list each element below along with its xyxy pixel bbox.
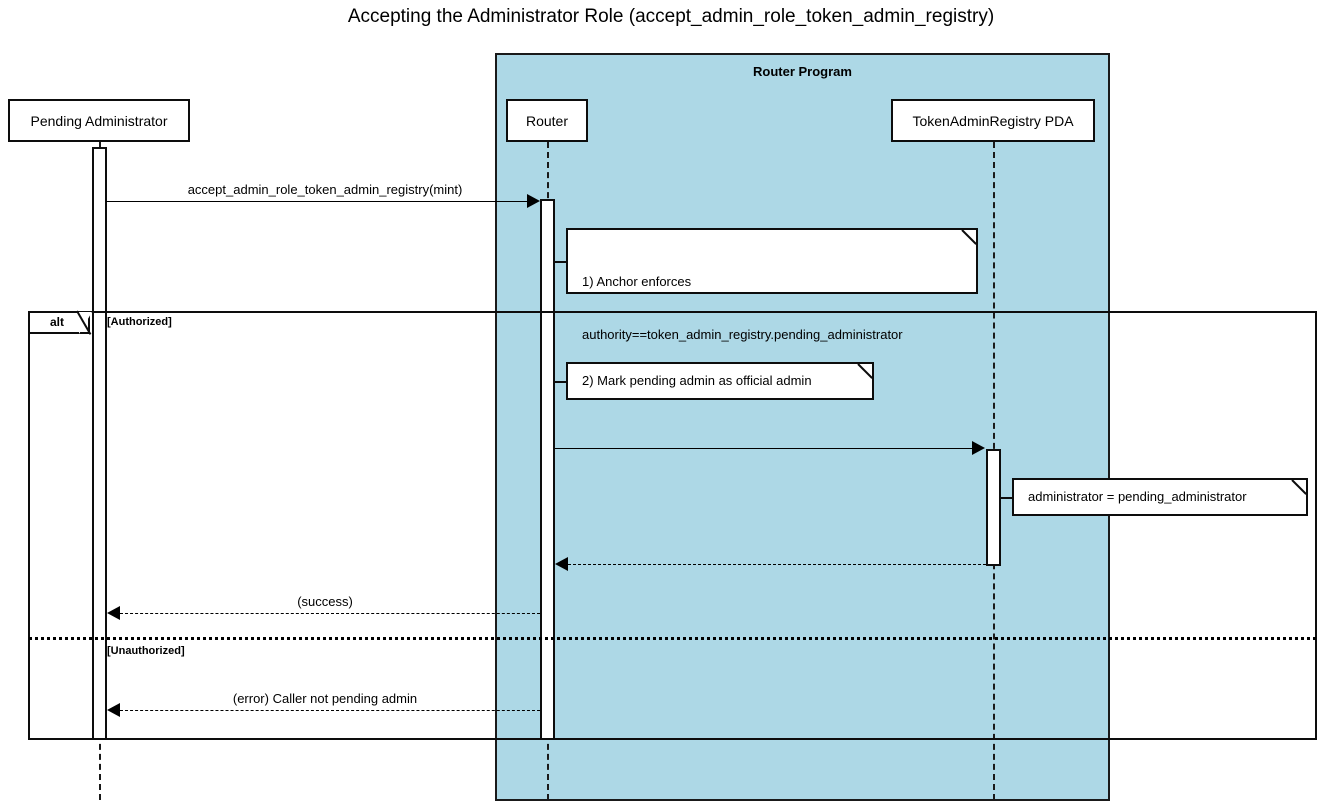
message-label-accept-admin-role: accept_admin_role_token_admin_registry(m… <box>187 182 463 197</box>
page-title: Accepting the Administrator Role (accept… <box>347 6 995 27</box>
message-line-router-to-pda <box>555 448 973 449</box>
participant-label-pending-administrator: Pending Administrator <box>30 112 168 129</box>
message-line-accept-admin-role <box>106 201 528 202</box>
group-label-router-program: Router Program <box>753 64 852 79</box>
note-administrator-assignment: administrator = pending_administrator <box>1012 478 1308 516</box>
message-arrowhead-pda-to-router <box>555 557 568 571</box>
message-arrowhead-router-to-pda <box>972 441 985 455</box>
participant-router[interactable]: Router <box>506 99 588 142</box>
participant-pending-administrator[interactable]: Pending Administrator <box>8 99 190 142</box>
note-tail-2 <box>554 381 567 383</box>
alt-guard-unauthorized: [Unauthorized] <box>107 645 185 657</box>
message-arrowhead-error <box>107 703 120 717</box>
message-arrowhead-success <box>107 606 120 620</box>
participant-label-token-admin-registry-pda: TokenAdminRegistry PDA <box>912 112 1074 129</box>
participant-token-admin-registry-pda[interactable]: TokenAdminRegistry PDA <box>891 99 1095 142</box>
alt-guard-authorized: [Authorized] <box>107 316 172 328</box>
note-anchor-enforces-line1: 1) Anchor enforces <box>582 274 692 290</box>
message-label-success: (success) <box>297 594 353 609</box>
note-anchor-enforces: 1) Anchor enforces authority==token_admi… <box>566 228 978 342</box>
message-line-error <box>120 710 540 711</box>
message-arrowhead-accept-admin-role <box>527 194 540 208</box>
message-line-pda-to-router <box>568 564 986 565</box>
note-tail-1 <box>554 261 567 263</box>
note-mark-pending-admin-text: 2) Mark pending admin as official admin <box>582 373 812 389</box>
alt-fragment-divider <box>29 637 1316 640</box>
alt-fragment-operator-label: alt <box>49 315 64 329</box>
note-tail-3 <box>1001 497 1013 499</box>
alt-fragment-frame <box>28 311 1317 740</box>
note-anchor-enforces-line2: authority==token_admin_registry.pending_… <box>582 326 903 342</box>
activation-bar-token-admin-registry-pda <box>986 449 1001 566</box>
participant-label-router: Router <box>525 112 569 129</box>
note-administrator-assignment-text: administrator = pending_administrator <box>1028 489 1247 505</box>
note-mark-pending-admin: 2) Mark pending admin as official admin <box>566 362 874 400</box>
message-line-success <box>120 613 540 614</box>
group-box-router-program <box>495 53 1110 801</box>
message-label-error: (error) Caller not pending admin <box>232 691 418 706</box>
